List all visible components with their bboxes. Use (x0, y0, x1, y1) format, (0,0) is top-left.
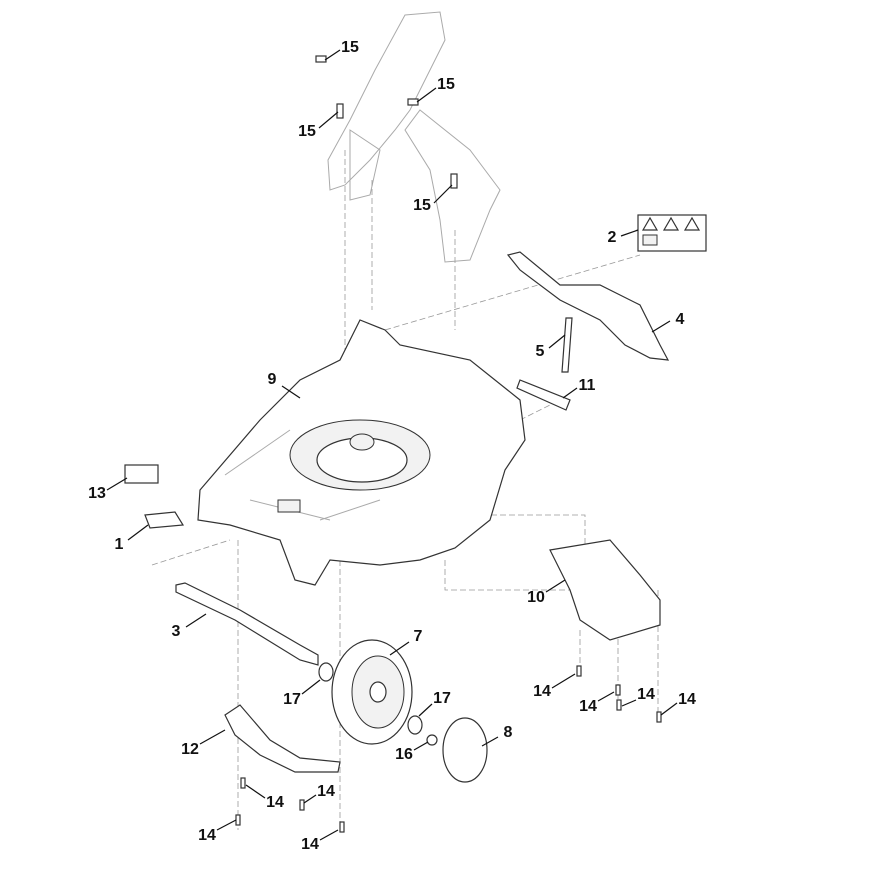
wheel-bracket (224, 704, 341, 773)
callout-14h: 14 (301, 836, 319, 853)
callout-1: 1 (114, 536, 124, 553)
bushing (407, 715, 423, 735)
bushing (318, 662, 334, 682)
callout-3: 3 (171, 623, 181, 640)
leader-lines (106, 49, 678, 841)
warning-label (637, 214, 707, 252)
callout-10: 10 (527, 589, 545, 606)
callout-5: 5 (535, 343, 545, 360)
callout-15c: 15 (298, 123, 316, 140)
callout-14f: 14 (317, 783, 335, 800)
callout-14c: 14 (637, 686, 655, 703)
callout-17a: 17 (283, 691, 301, 708)
axle (175, 582, 319, 666)
type-label (124, 464, 159, 484)
callout-9: 9 (267, 371, 277, 388)
callout-17b: 17 (433, 690, 451, 707)
callout-12: 12 (181, 741, 199, 758)
rear-cover (506, 251, 670, 361)
callout-11: 11 (578, 377, 596, 394)
callout-14d: 14 (678, 691, 696, 708)
mulch-plug (549, 539, 661, 641)
nut (426, 734, 438, 746)
callout-4: 4 (675, 311, 685, 328)
callout-13: 13 (88, 485, 106, 502)
callout-16: 16 (395, 746, 413, 763)
callout-14a: 14 (533, 683, 551, 700)
spring (561, 317, 573, 373)
callout-2: 2 (607, 229, 617, 246)
callout-15d: 15 (413, 197, 431, 214)
sticker (144, 511, 185, 529)
flap-bar (516, 379, 571, 411)
hub-cap (442, 717, 488, 783)
callout-8: 8 (503, 724, 513, 741)
callout-7: 7 (413, 628, 423, 645)
callout-14b: 14 (579, 698, 597, 715)
callout-15b: 15 (437, 76, 455, 93)
callout-14g: 14 (198, 827, 216, 844)
handle-ghost (327, 11, 501, 263)
mower-deck (197, 319, 526, 586)
callout-15a: 15 (341, 39, 359, 56)
callout-14e: 14 (266, 794, 284, 811)
wheel (331, 639, 413, 745)
